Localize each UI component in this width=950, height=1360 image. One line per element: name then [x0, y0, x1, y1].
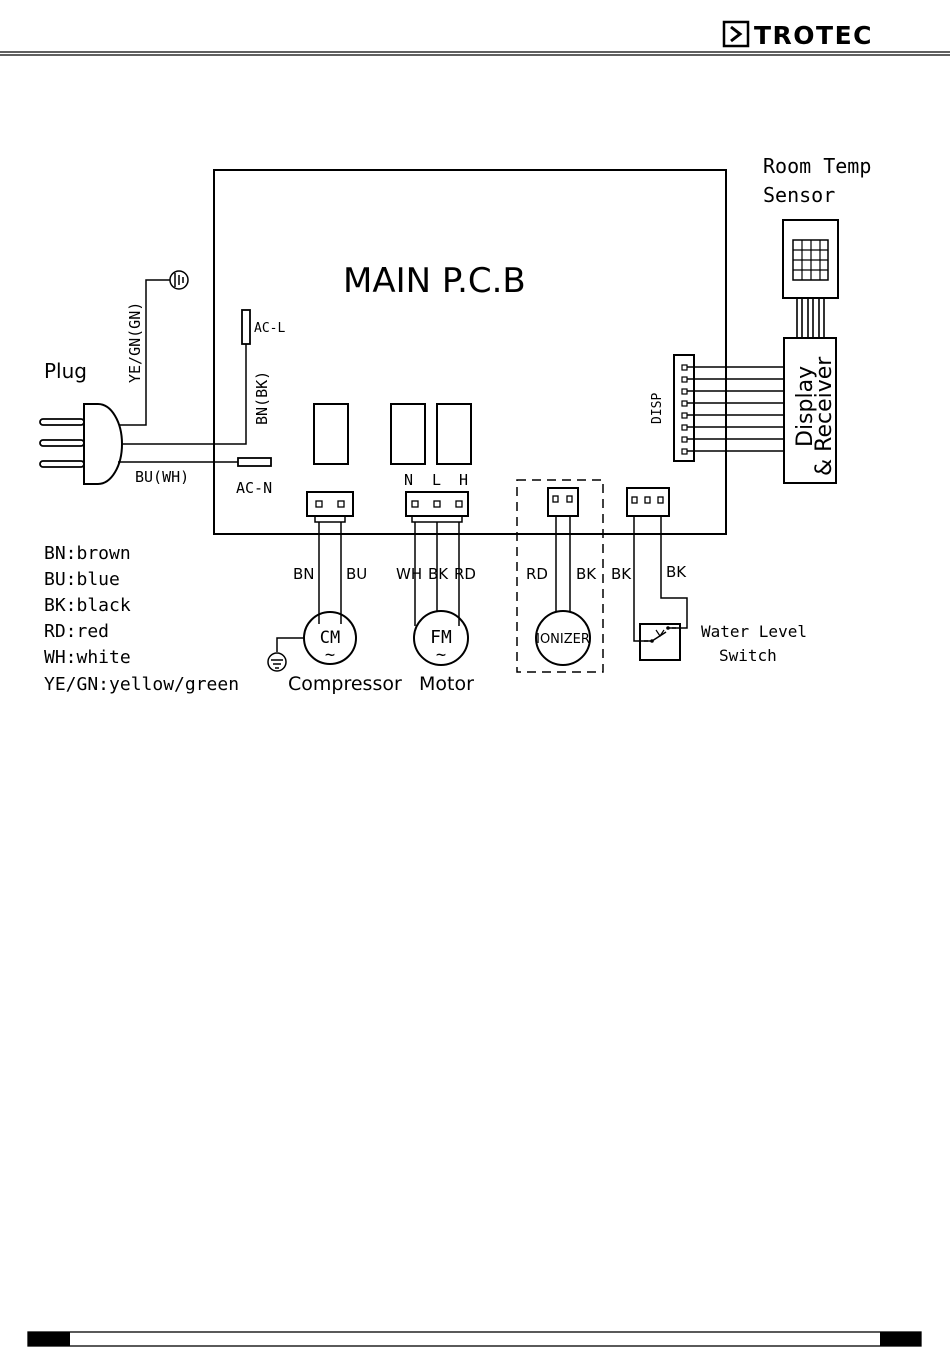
fan-motor-tilde: ~: [436, 645, 446, 665]
compressor-bn-label: BN: [293, 565, 315, 583]
legend-item: YE/GN:yellow/green: [44, 674, 239, 695]
ionizer-bk-label: BK: [576, 565, 597, 583]
room-temp-sensor: [783, 220, 838, 298]
water-switch-label-1: Water Level: [701, 622, 807, 641]
ionizer-label: IONIZER: [536, 632, 590, 647]
sensor-label-2: Sensor: [763, 183, 835, 207]
switch-bk1-label: BK: [611, 565, 632, 583]
n-terminal-label: N: [404, 471, 413, 489]
legend-item: BN:brown: [44, 543, 131, 564]
bu-wh-wire-label: BU(WH): [135, 468, 189, 486]
fan-wh-label: WH: [396, 565, 422, 583]
ionizer-connector: [548, 488, 578, 516]
compressor-tilde: ~: [325, 645, 335, 665]
compressor-label: Compressor: [288, 673, 402, 695]
plug-label: Plug: [44, 359, 87, 383]
l-terminal-label: L: [432, 471, 441, 489]
brand-logo: TROTEC: [724, 21, 873, 50]
h-terminal-label: H: [459, 471, 468, 489]
ionizer-rd-label: RD: [526, 565, 548, 583]
compressor-earth-wire: [277, 638, 304, 652]
pcb-title: MAIN P.C.B: [343, 261, 526, 301]
fan-bk-label: BK: [428, 565, 449, 583]
ac-n-label: AC-N: [236, 479, 272, 497]
motor-label: Motor: [419, 673, 474, 695]
sensor-cable: [797, 298, 824, 338]
legend-item: BK:black: [44, 595, 131, 616]
compressor-ground-icon: [268, 653, 286, 671]
pcb-ground-icon: [170, 271, 188, 289]
compressor-connector: [307, 492, 353, 522]
ac-l-terminal: [242, 310, 250, 344]
fan-rd-label: RD: [454, 565, 476, 583]
fan-motor-connector: [406, 492, 468, 522]
ye-gn-wire-label: YE/GN(GN): [126, 302, 144, 383]
sensor-label-1: Room Temp: [763, 154, 871, 178]
bn-bk-wire-label: BN(BK): [253, 371, 271, 425]
plug-icon: [40, 404, 122, 484]
disp-connector: [674, 355, 694, 461]
water-level-switch: [640, 624, 680, 660]
ac-n-terminal: [238, 458, 271, 466]
legend-item: RD:red: [44, 621, 109, 642]
ac-l-label: AC-L: [254, 321, 285, 336]
relay-fan-2: [437, 404, 471, 464]
legend-item: WH:white: [44, 647, 131, 668]
water-switch-label-2: Switch: [719, 646, 777, 665]
brand-name: TROTEC: [754, 21, 873, 50]
water-switch-connector: [627, 488, 669, 516]
relay-compressor: [314, 404, 348, 464]
footer-bar: [28, 1332, 921, 1346]
switch-bk2-label: BK: [666, 563, 687, 581]
wire-color-legend: BN:brown BU:blue BK:black RD:red WH:whit…: [44, 543, 239, 695]
relay-fan-1: [391, 404, 425, 464]
receiver-label: & Receiver: [812, 356, 837, 476]
compressor-bu-label: BU: [346, 565, 367, 583]
main-pcb-board: [214, 170, 726, 534]
display-cable: [687, 367, 784, 451]
disp-label: DISP: [650, 393, 665, 424]
legend-item: BU:blue: [44, 569, 120, 590]
